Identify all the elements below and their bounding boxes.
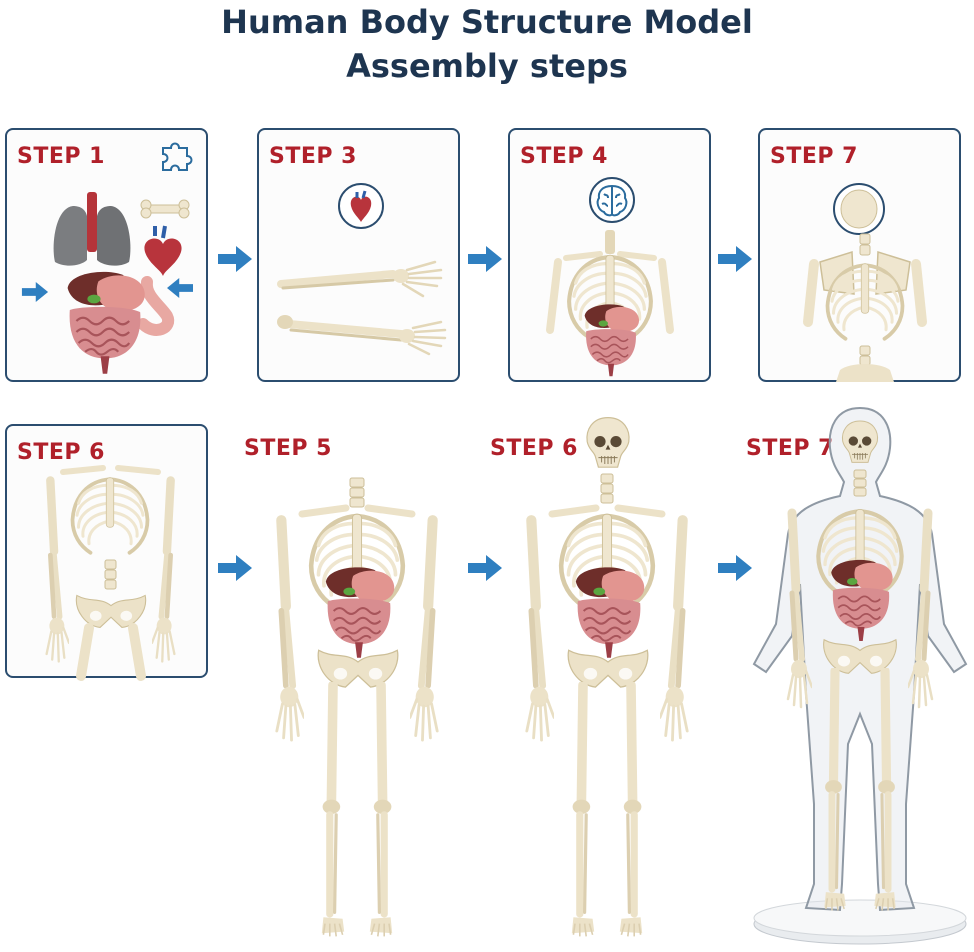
complete-model-illustration: [752, 406, 968, 945]
arrow-right-icon: [218, 246, 252, 272]
step-card-1: STEP 1: [5, 128, 208, 382]
step-label: STEP 1: [17, 144, 105, 169]
step-label: STEP 7: [770, 144, 858, 169]
arrow-right-icon: [718, 555, 752, 581]
puzzle-icon: [162, 142, 193, 171]
arrow-right-icon: [218, 555, 252, 581]
brain-icon: [589, 177, 635, 223]
step-label: STEP 6: [490, 436, 578, 461]
step-label: STEP 5: [244, 436, 332, 461]
arrow-right-icon: [468, 555, 502, 581]
arrow-right-icon: [468, 246, 502, 272]
skeleton-step6-illustration: [500, 416, 714, 940]
organ-parts-illustration: [21, 192, 193, 375]
back-skeleton-illustration: [803, 233, 927, 382]
step-card-3: STEP 4: [508, 128, 711, 382]
skull-icon: [833, 183, 885, 235]
step-label: STEP 6: [17, 440, 105, 465]
page-subtitle: Assembly steps: [346, 47, 628, 85]
step-card-2: STEP 3: [257, 128, 460, 382]
step-card-5: STEP 6: [5, 424, 208, 681]
step-label: STEP 4: [520, 144, 608, 169]
step-label: STEP 7: [746, 436, 834, 461]
torso-illustration: [546, 230, 674, 377]
step-label: STEP 3: [269, 144, 357, 169]
heart-icon: [338, 183, 384, 229]
skeleton-frame-illustration: [23, 465, 198, 681]
step-card-4: STEP 7: [758, 128, 961, 382]
arm-bones-illustration: [277, 260, 447, 356]
skeleton-step5-illustration: [250, 477, 464, 940]
arrow-right-icon: [718, 246, 752, 272]
page-title: Human Body Structure Model: [221, 3, 753, 41]
